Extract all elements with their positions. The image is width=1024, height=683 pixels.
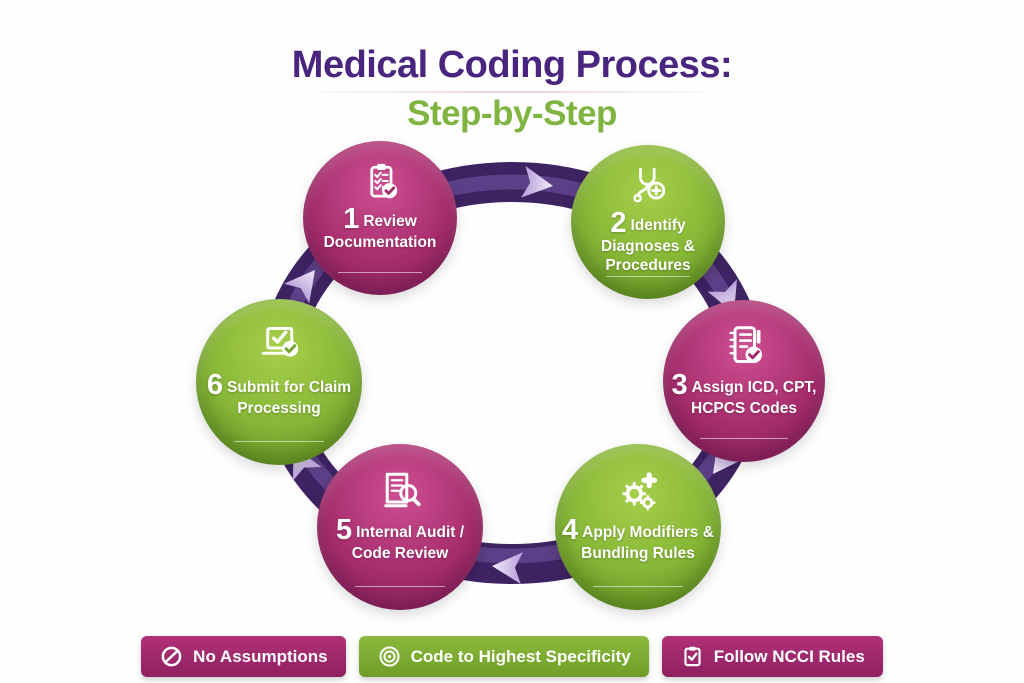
step-divider <box>593 585 683 587</box>
step-label-text: Submit for Claim Processing <box>227 378 352 417</box>
clipboard-check-icon <box>684 646 701 667</box>
step-number: 5 <box>335 513 353 546</box>
step-divider <box>355 585 445 587</box>
arrow-step6-to-step1-icon <box>283 270 315 304</box>
document-magnifier-icon <box>376 466 424 514</box>
step-label-text: Review Documentation <box>323 213 437 252</box>
step-number: 2 <box>610 207 627 240</box>
step-label-text: Internal Audit / Code Review <box>351 523 465 562</box>
badge-label: No Assumptions <box>193 646 328 666</box>
badge-label: Code to Highest Specificity <box>410 646 631 666</box>
page-subtitle: Step-by-Step <box>407 94 617 133</box>
badge-no-assumptions: No Assumptions <box>141 636 346 677</box>
badge-label: Follow NCCI Rules <box>713 646 865 666</box>
footer-badges: No Assumptions Code to Highest Specifici… <box>0 636 1024 677</box>
page-title: Medical Coding Process: <box>291 44 733 86</box>
step-divider <box>700 438 788 440</box>
step-divider <box>234 440 324 442</box>
stethoscope-plus-icon <box>626 163 670 207</box>
no-symbol-icon <box>161 646 182 667</box>
badge-code-to-highest-specificity: Code to Highest Specificity <box>358 636 649 677</box>
laptop-check-icon <box>255 321 303 369</box>
arrow-step1-to-step2-icon <box>521 165 553 198</box>
step-number: 4 <box>562 513 579 546</box>
notebook-check-icon <box>720 321 768 369</box>
step-number: 3 <box>671 369 688 402</box>
arrow-step4-to-step5-icon <box>492 552 524 585</box>
step-divider <box>606 276 690 278</box>
step-number: 1 <box>343 203 360 236</box>
step-divider <box>338 272 422 274</box>
step-number: 6 <box>206 368 224 401</box>
clipboard-check-icon <box>358 159 402 203</box>
title-divider <box>297 91 727 93</box>
target-icon <box>379 646 400 667</box>
badge-follow-ncci-rules: Follow NCCI Rules <box>661 636 883 677</box>
gears-plus-icon <box>614 466 662 514</box>
step-label-text: Apply Modifiers & Bundling Rules <box>581 523 714 562</box>
step-label-text: Identify Diagnoses & Procedures <box>601 217 695 275</box>
step-label-text: Assign ICD, CPT, HCPCS Codes <box>691 379 817 418</box>
